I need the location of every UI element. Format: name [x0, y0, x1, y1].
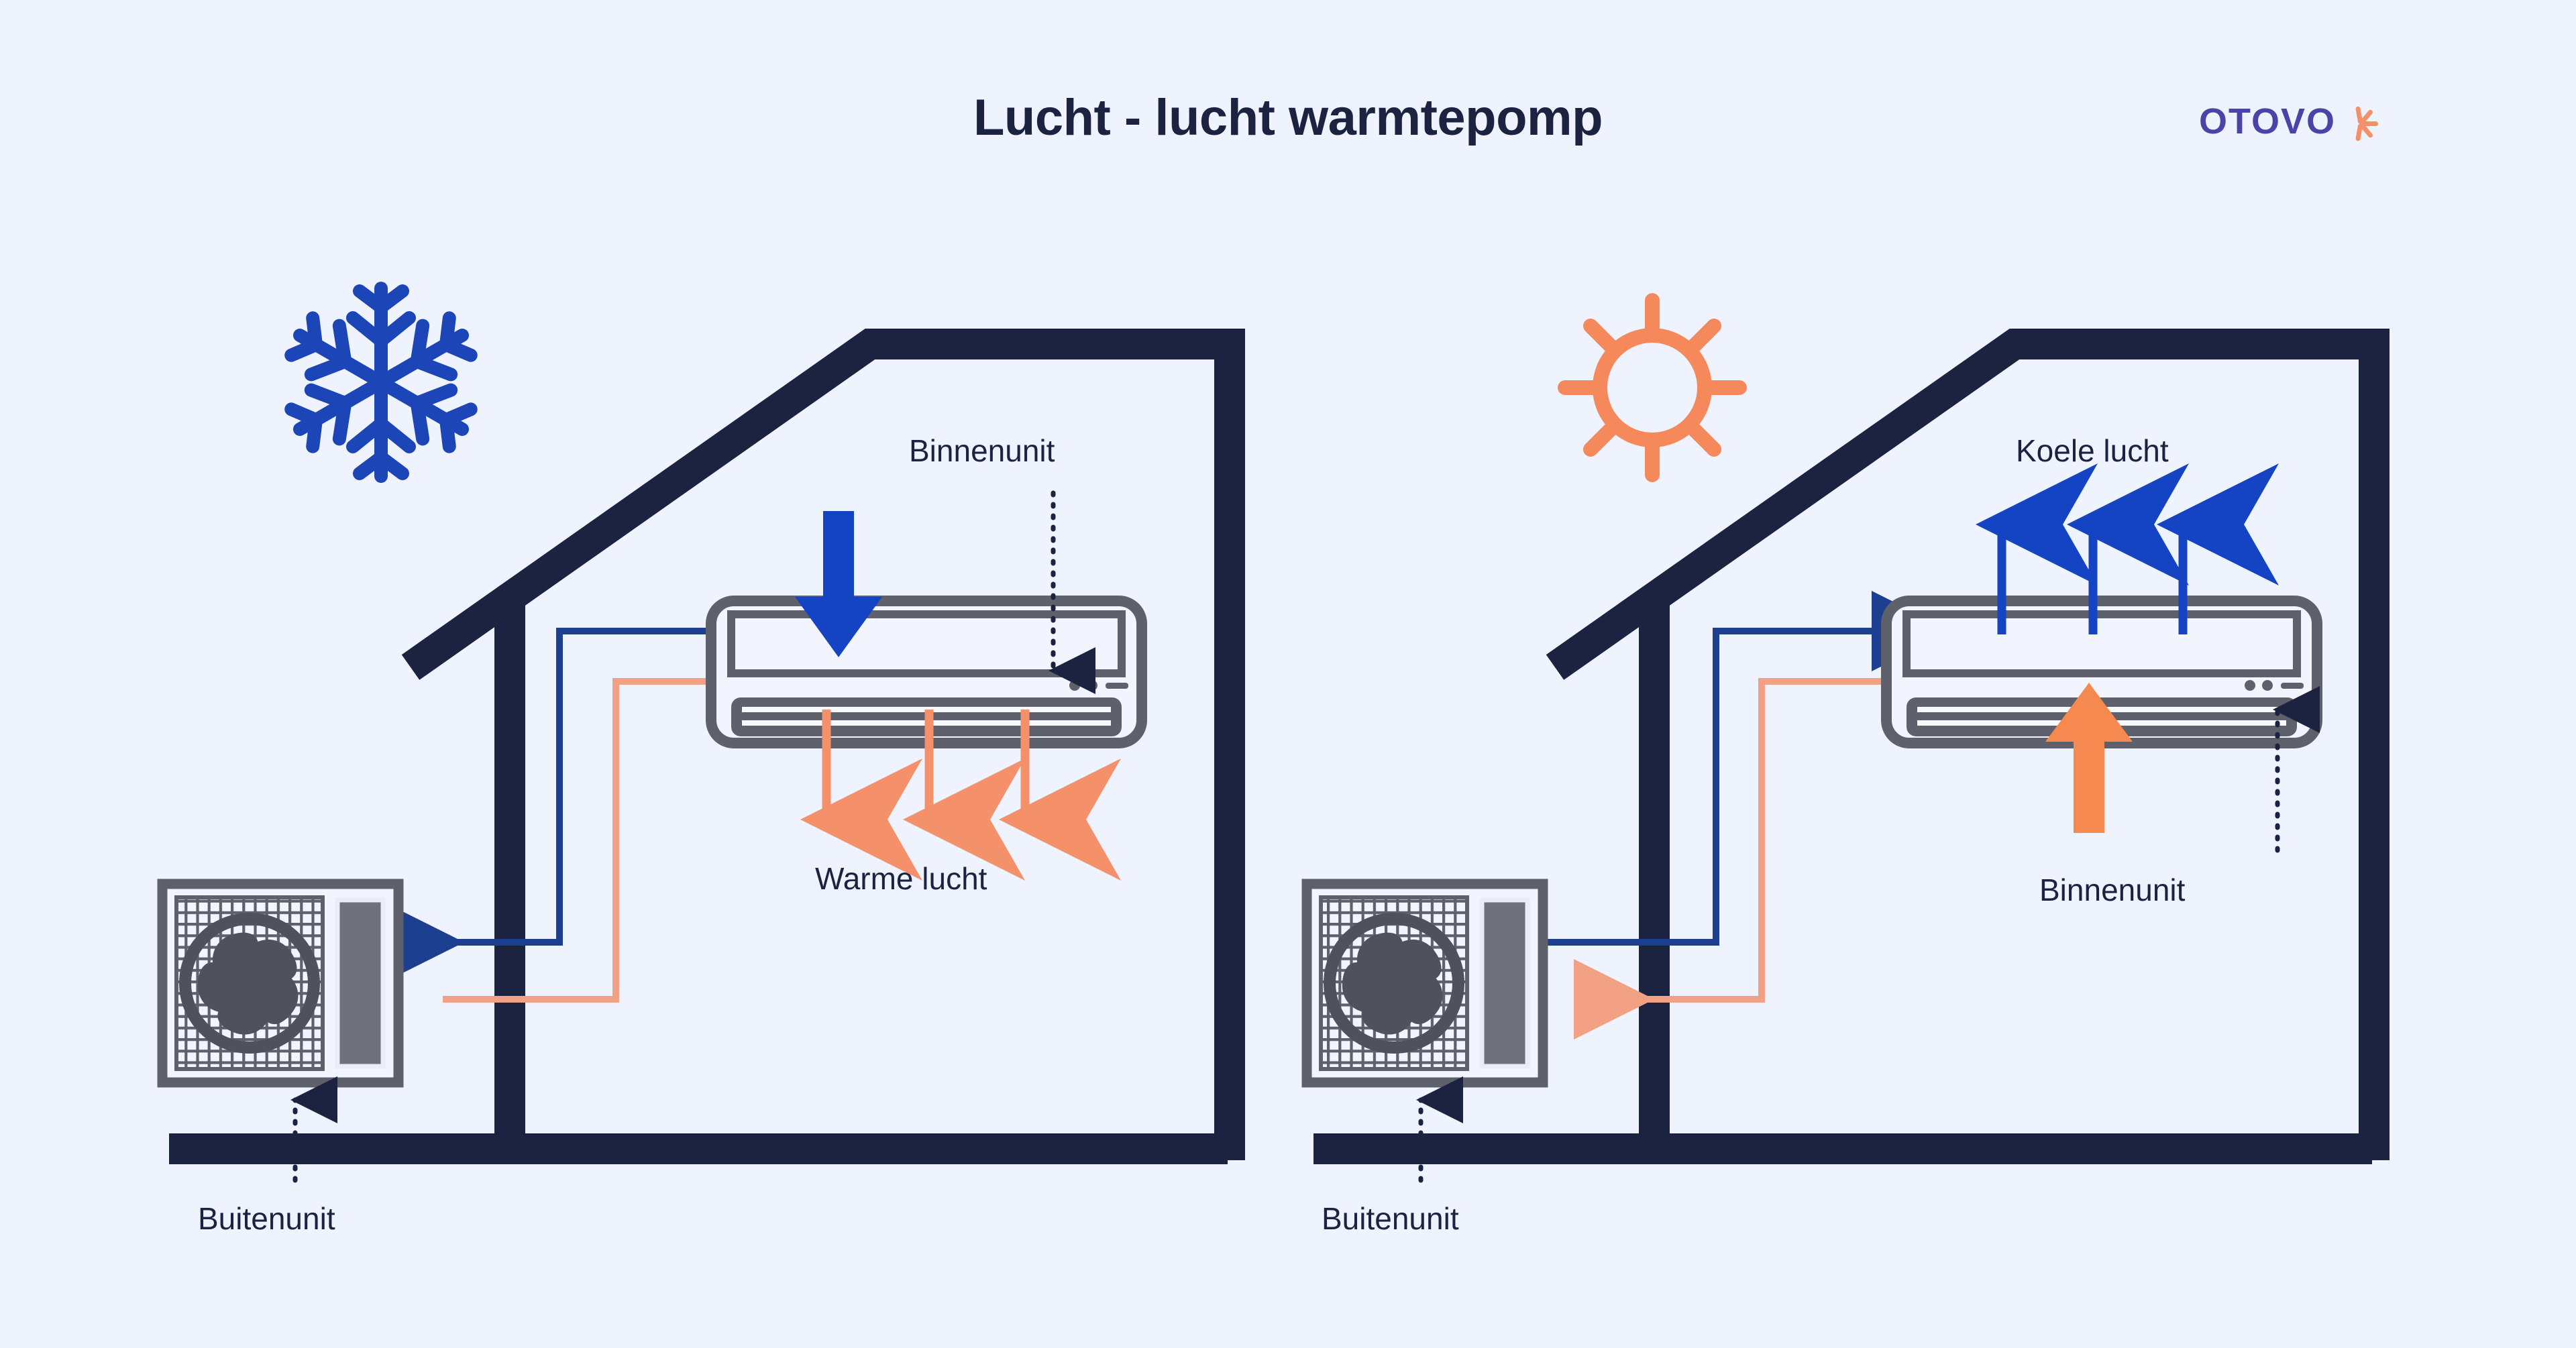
brand-logo: OTOVO: [2199, 101, 2381, 142]
cold-air-intake-arrow: [795, 511, 882, 657]
pipe-blue-to-outdoor: [384, 628, 710, 982]
page-title: Lucht - lucht warmtepomp: [973, 89, 1603, 146]
pipe-orange-to-outdoor: [1574, 678, 1905, 1040]
panel-cooling: [1301, 293, 2390, 1183]
pipe-orange-to-indoor: [443, 641, 826, 1003]
panel-cooling-air-label: Koele lucht: [2016, 433, 2169, 468]
condenser-fan-unit: [1301, 879, 1548, 1088]
condenser-fan-unit: [157, 879, 404, 1088]
spark-icon: [2340, 101, 2381, 142]
sun-icon: [1558, 293, 1747, 482]
warm-air-intake-arrow: [2045, 683, 2133, 833]
panel-cooling-outdoor-unit-label: Buitenunit: [1322, 1201, 1459, 1236]
cool-air-arrows: [1976, 463, 2279, 634]
snowflake-icon: [284, 282, 478, 483]
pipe-blue-to-indoor: [1542, 591, 1952, 946]
panel-heating-indoor-unit-label: Binnenunit: [909, 433, 1055, 468]
ground-line: [169, 1133, 1228, 1164]
warm-air-arrows: [800, 710, 1121, 881]
brand-wordmark: OTOVO: [2198, 101, 2336, 142]
panel-heating-outdoor-unit-label: Buitenunit: [198, 1201, 335, 1236]
ground-line: [1313, 1133, 2372, 1164]
panel-heating: [157, 282, 1245, 1183]
house-outline: [1546, 329, 2390, 1160]
house-outline: [401, 329, 1245, 1160]
panel-cooling-indoor-unit-label: Binnenunit: [2039, 873, 2186, 907]
